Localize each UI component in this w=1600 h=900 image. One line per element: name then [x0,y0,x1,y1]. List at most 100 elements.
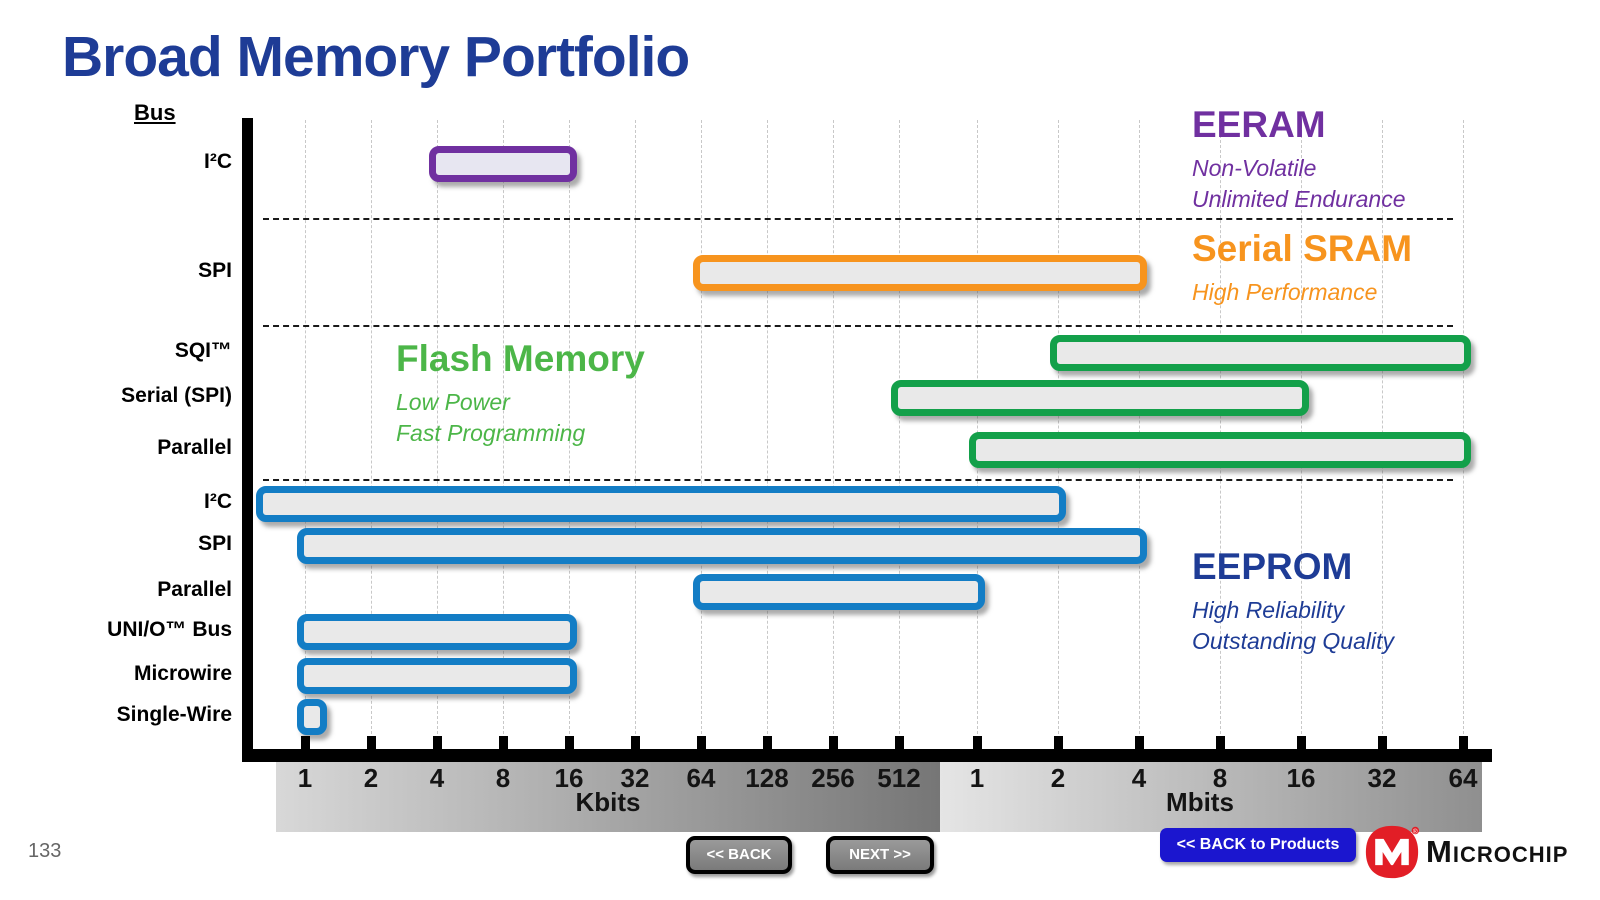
x-axis-line [242,749,1492,762]
axis-tick-label: 32 [1367,763,1397,793]
next-button[interactable]: NEXT >> [826,836,934,874]
kbits-unit-label: Kbits [575,787,641,817]
axis-tick [1135,736,1144,750]
axis-tick [763,736,772,750]
axis-tick [301,736,310,750]
axis-tick [499,736,508,750]
range-bar-flash [1050,335,1471,371]
legend-eeram-line: Non-Volatile [1192,155,1317,181]
bus-label: UNI/O™ Bus [107,618,232,641]
page-title: Broad Memory Portfolio [62,25,690,89]
group-separator-line [263,479,1453,481]
range-bar-eeprom [297,699,327,735]
axis-tick-label: 1 [297,763,313,793]
range-bar-serial-sram [693,255,1147,291]
back-to-products-button[interactable]: << BACK to Products [1160,828,1356,862]
axis-tick [433,736,442,750]
range-bar-eeprom [256,486,1066,522]
bus-label: Single-Wire [116,703,232,726]
grid-line [437,120,438,749]
mbits-axis-band [940,762,1482,832]
axis-tick-label: 128 [745,763,789,793]
microchip-logo-icon: ® [1364,824,1420,880]
axis-tick-label: 16 [1286,763,1316,793]
bus-label: I²C [204,150,232,173]
kbits-axis-band [276,762,940,832]
legend-eeprom-line: High Reliability [1192,597,1345,623]
axis-tick [895,736,904,750]
legend-eeprom-title: EEPROM [1192,546,1353,587]
axis-tick-label: 16 [554,763,584,793]
grid-line [569,120,570,749]
legend-flash-title: Flash Memory [396,338,645,379]
bus-label: Serial (SPI) [121,384,232,407]
legend-eeprom: EEPROM High Reliability Outstanding Qual… [1192,546,1394,657]
axis-tick [973,736,982,750]
bus-label: I²C [204,490,232,513]
page-number: 133 [28,840,62,862]
axis-tick [1378,736,1387,750]
axis-tick [1054,736,1063,750]
bus-label: Parallel [157,436,232,459]
legend-flash-line: Low Power [396,389,510,415]
grid-line [305,120,306,749]
legend-eeram-title: EERAM [1192,104,1326,145]
bus-label: Microwire [133,662,232,685]
legend-serial-sram-title: Serial SRAM [1192,228,1413,269]
range-bar-flash [969,432,1471,468]
range-bar-eeprom [693,574,985,610]
group-separator-line [263,325,1453,327]
axis-tick [631,736,640,750]
range-bar-eeram [429,146,577,182]
mbits-unit-label: Mbits [1166,787,1234,817]
axis-tick-label: 4 [429,763,445,793]
bus-label: SQI™ [174,339,232,362]
range-bar-eeprom [297,658,577,694]
grid-line [371,120,372,749]
axis-tick-label: 4 [1131,763,1147,793]
range-bar-eeprom [297,528,1147,564]
y-axis-line [242,118,253,762]
axis-tick [1297,736,1306,750]
grid-line [503,120,504,749]
axis-tick-label: 8 [495,763,511,793]
legend-serial-sram: Serial SRAM High Performance [1192,228,1412,308]
grid-line [767,120,768,749]
axis-tick-label: 64 [686,763,716,793]
svg-text:®: ® [1413,827,1418,835]
legend-flash-line: Fast Programming [396,420,586,446]
legend-flash: Flash Memory Low Power Fast Programming [396,338,645,449]
legend-eeram-line: Unlimited Endurance [1192,186,1406,212]
microchip-logo-text: Microchip [1426,834,1569,869]
axis-tick [1216,736,1225,750]
bus-label: SPI [198,532,232,555]
axis-tick [1459,736,1468,750]
axis-tick-label: 2 [363,763,379,793]
axis-tick [565,736,574,750]
range-bar-eeprom [297,614,577,650]
axis-tick [367,736,376,750]
range-bar-flash [891,380,1309,416]
bus-axis-header: Bus [134,100,176,125]
axis-tick-label: 256 [811,763,855,793]
microchip-logo: ® Microchip [1364,820,1596,884]
grid-line [899,120,900,749]
axis-tick [829,736,838,750]
axis-tick-label: 1 [969,763,985,793]
grid-line [833,120,834,749]
back-button[interactable]: << BACK [686,836,792,874]
axis-tick [697,736,706,750]
group-separator-line [263,218,1453,220]
grid-line [635,120,636,749]
grid-line [701,120,702,749]
axis-tick-label: 8 [1212,763,1228,793]
axis-tick-label: 2 [1050,763,1066,793]
legend-eeprom-line: Outstanding Quality [1192,628,1395,654]
legend-eeram: EERAM Non-Volatile Unlimited Endurance [1192,104,1406,215]
axis-tick-label: 512 [877,763,921,793]
bus-label: SPI [198,259,232,282]
bus-label: Parallel [157,578,232,601]
axis-tick-label: 32 [620,763,650,793]
axis-tick-label: 64 [1448,763,1478,793]
